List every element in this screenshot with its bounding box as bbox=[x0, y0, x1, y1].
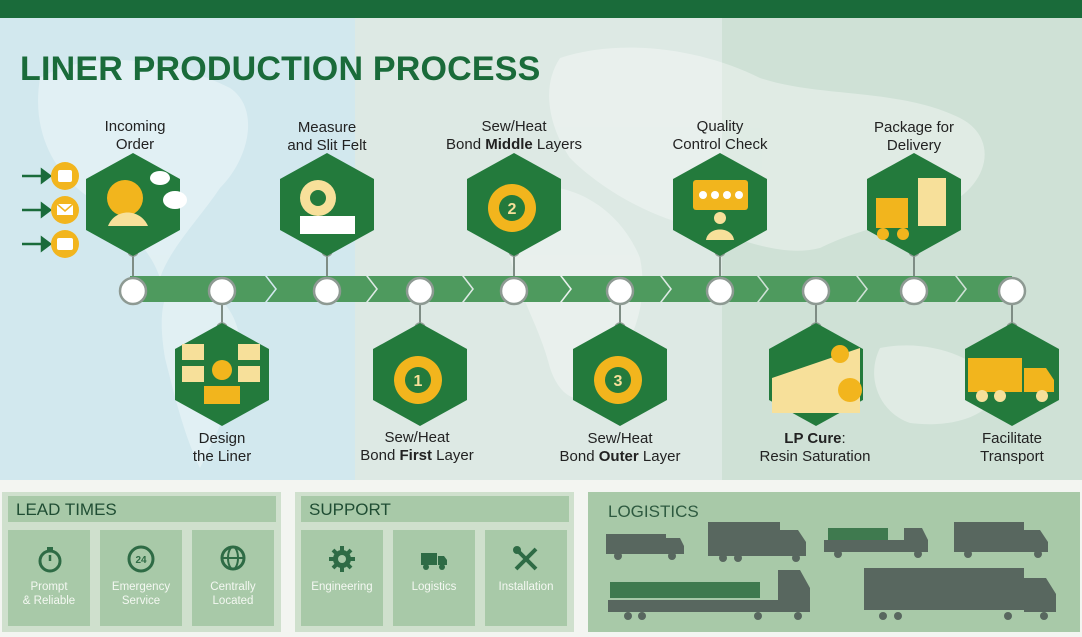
layer-1-icon: 1 bbox=[373, 323, 467, 426]
truck-icon bbox=[421, 553, 447, 570]
flatbed-trailer-icon bbox=[608, 570, 810, 620]
tape-measure-icon bbox=[280, 153, 374, 256]
quality-control-icon bbox=[673, 153, 767, 256]
node-3 bbox=[312, 276, 342, 306]
process-timeline: 2 1 3 bbox=[22, 153, 1059, 426]
flatbed-truck-icon bbox=[824, 528, 928, 558]
logistics-panel: LOGISTICS bbox=[588, 492, 1080, 632]
node-9 bbox=[899, 276, 929, 306]
svg-text:1: 1 bbox=[414, 373, 423, 390]
node-5 bbox=[499, 276, 529, 306]
node-4 bbox=[405, 276, 435, 306]
van-icon bbox=[606, 534, 684, 560]
tile-prompt-reliable: Prompt& Reliable bbox=[8, 530, 90, 626]
lp-cure-icon bbox=[769, 323, 863, 426]
lead-times-heading: LEAD TIMES bbox=[8, 496, 276, 522]
step-label-lp-cure: LP Cure:Resin Saturation bbox=[759, 430, 871, 465]
tools-icon bbox=[513, 546, 538, 571]
24-hour-icon: 24 bbox=[127, 545, 155, 573]
incoming-order-icon bbox=[86, 153, 187, 256]
process-hero: LINER PRODUCTION PROCESS bbox=[0, 18, 1082, 480]
support-panel: SUPPORT Engineering Logistics Installati… bbox=[295, 492, 574, 632]
node-2 bbox=[207, 276, 237, 306]
node-8 bbox=[801, 276, 831, 306]
forklift-icon bbox=[867, 153, 961, 256]
layer-3-icon: 3 bbox=[573, 323, 667, 426]
lead-times-panel: LEAD TIMES Prompt& Reliable 24 Emergency… bbox=[2, 492, 281, 632]
support-heading: SUPPORT bbox=[301, 496, 569, 522]
box-truck-icon bbox=[708, 522, 806, 562]
layer-2-icon: 2 bbox=[467, 153, 561, 256]
globe-pin-icon bbox=[220, 545, 246, 571]
stopwatch-icon bbox=[38, 547, 62, 573]
logistics-heading: LOGISTICS bbox=[608, 502, 699, 521]
node-1 bbox=[118, 276, 148, 306]
svg-text:2: 2 bbox=[508, 201, 517, 218]
page-title: LINER PRODUCTION PROCESS bbox=[20, 50, 541, 88]
node-10 bbox=[997, 276, 1027, 306]
tile-installation: Installation bbox=[485, 530, 567, 626]
straight-truck-icon bbox=[954, 522, 1048, 558]
gear-icon bbox=[329, 546, 355, 572]
node-6 bbox=[605, 276, 635, 306]
tile-engineering: Engineering bbox=[301, 530, 383, 626]
svg-text:24: 24 bbox=[135, 555, 147, 566]
node-7 bbox=[705, 276, 735, 306]
truck-icon bbox=[965, 323, 1059, 426]
semi-trailer-icon bbox=[864, 568, 1056, 620]
logistics-fleet bbox=[606, 522, 1056, 620]
incoming-arrows bbox=[22, 167, 53, 253]
tile-logistics: Logistics bbox=[393, 530, 475, 626]
timeline-arrow-band bbox=[130, 276, 1012, 302]
fax-icon bbox=[51, 230, 79, 258]
top-bar bbox=[0, 0, 1082, 18]
designer-icon bbox=[175, 323, 269, 426]
svg-text:3: 3 bbox=[614, 373, 623, 390]
phone-icon bbox=[51, 162, 79, 190]
email-icon bbox=[51, 196, 79, 224]
